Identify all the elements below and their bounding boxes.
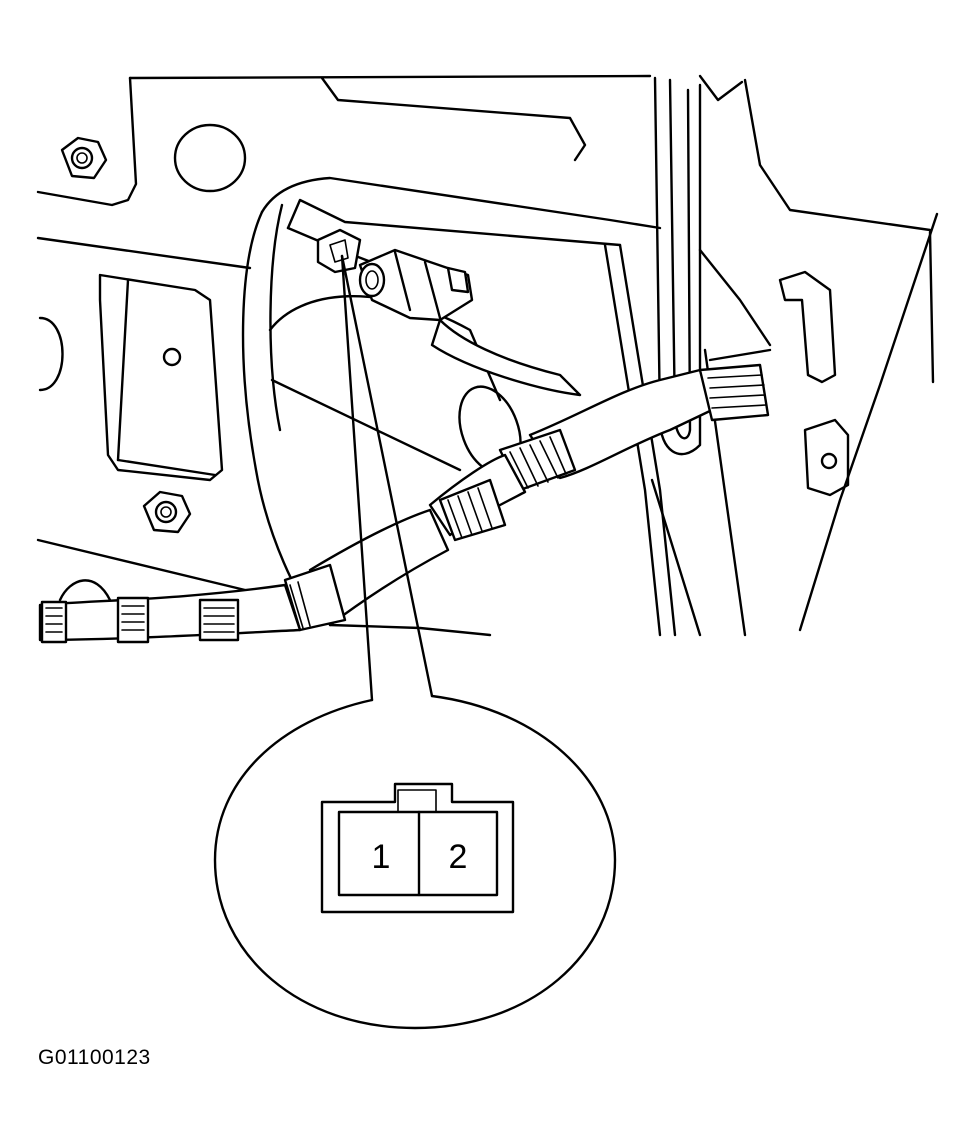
door-inner-panel (36, 74, 939, 632)
connector-face: 1 2 (320, 782, 515, 914)
harness-clip-3 (198, 598, 240, 642)
connector-detail-bubble (213, 694, 617, 1030)
harness-clip-1 (40, 600, 68, 644)
access-opening (241, 176, 662, 612)
pin-2-label: 2 (449, 838, 468, 876)
harness-clip-2 (116, 596, 150, 644)
wiring-harness (38, 363, 770, 644)
pin-1-label: 1 (372, 838, 391, 876)
bolt-upper (60, 136, 108, 180)
figure-code: G01100123 (38, 1046, 151, 1069)
bolt-lower (142, 490, 192, 534)
connector-socket (316, 228, 362, 274)
harness-connector (358, 248, 582, 397)
motor-housing (268, 295, 522, 475)
callout-pointer (340, 254, 434, 702)
